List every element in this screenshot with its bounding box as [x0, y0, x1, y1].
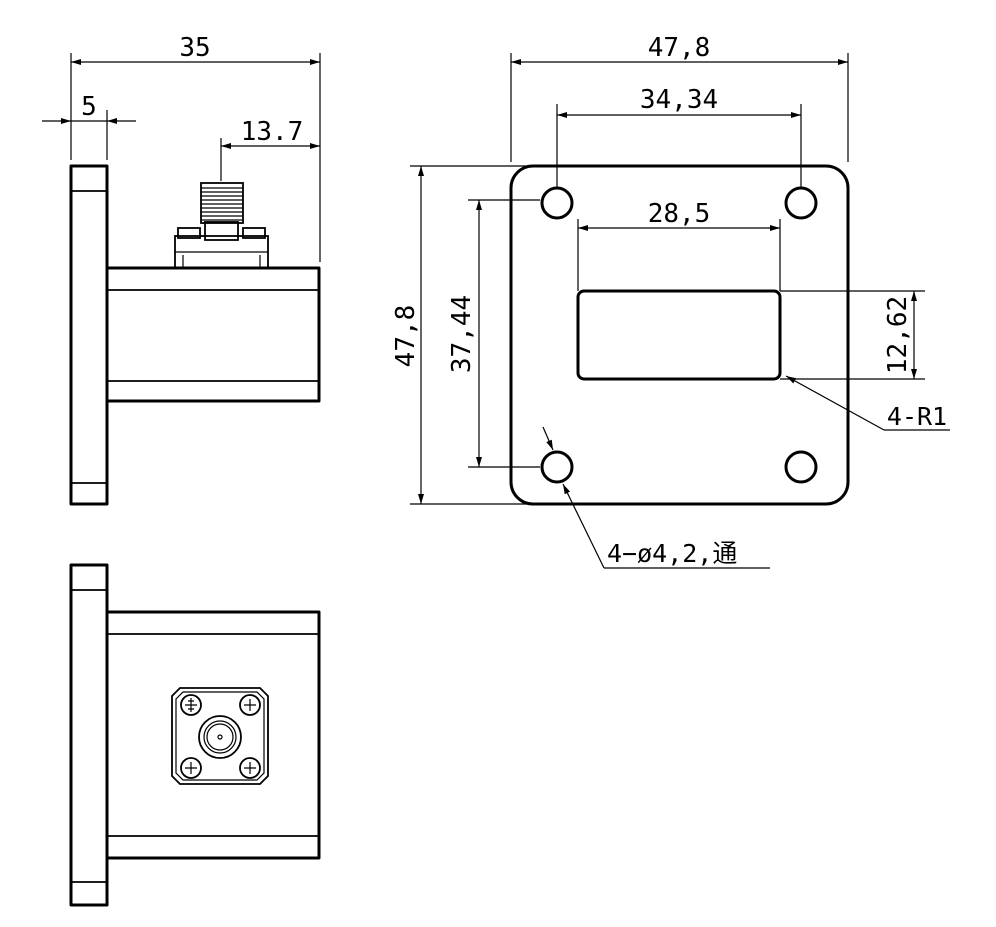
dim-flange-thickness: 5: [42, 92, 136, 160]
dim-aperture-height-text: 12,62: [883, 296, 913, 374]
dim-hole-spacing-x: 34,34: [556, 85, 802, 188]
top-waveguide-body: [105, 610, 321, 860]
mounting-hole: [540, 450, 574, 484]
top-flange: [69, 563, 109, 907]
dim-flange-width: 47,8: [510, 33, 849, 162]
top-view: [69, 563, 321, 907]
callout-holes-text: 4−ø4,2,通: [607, 539, 737, 568]
dim-connector-offset-text: 13.7: [241, 117, 304, 147]
screw-icon: [180, 757, 202, 779]
callout-corner-radius-text: 4-R1: [887, 402, 947, 431]
top-connector: [171, 687, 269, 785]
front-view: 47,8 34,34 28,5 47,8 37,44: [391, 33, 950, 569]
dim-flange-height-text: 47,8: [391, 305, 421, 368]
dim-flange-height: 47,8: [391, 165, 530, 505]
dim-hole-spacing-y-text: 37,44: [447, 295, 477, 373]
callout-corner-radius: 4-R1: [785, 375, 950, 431]
dim-connector-offset: 13.7: [220, 117, 320, 181]
dim-aperture-width-text: 28,5: [648, 199, 711, 229]
mounting-hole: [784, 450, 818, 484]
dim-aperture-width: 28,5: [577, 199, 781, 291]
mounting-hole: [784, 186, 818, 220]
side-flange: [69, 164, 109, 506]
front-flange: [509, 164, 850, 506]
front-aperture: [576, 289, 782, 381]
side-view: 35 5 13.7: [42, 33, 321, 506]
side-connector: [174, 182, 269, 269]
dim-flange-width-text: 47,8: [648, 33, 711, 63]
dim-overall-length: 35: [70, 33, 321, 262]
callout-holes: 4−ø4,2,通: [542, 426, 770, 569]
dim-hole-spacing-y: 37,44: [447, 199, 540, 468]
screw-icon: [239, 694, 261, 716]
screw-icon: [239, 757, 261, 779]
screw-icon: [180, 694, 202, 716]
mounting-hole: [540, 186, 574, 220]
dim-hole-spacing-x-text: 34,34: [640, 85, 718, 115]
dim-overall-length-text: 35: [179, 33, 210, 63]
dim-flange-thickness-text: 5: [81, 92, 97, 122]
dim-aperture-height: 12,62: [780, 290, 925, 380]
